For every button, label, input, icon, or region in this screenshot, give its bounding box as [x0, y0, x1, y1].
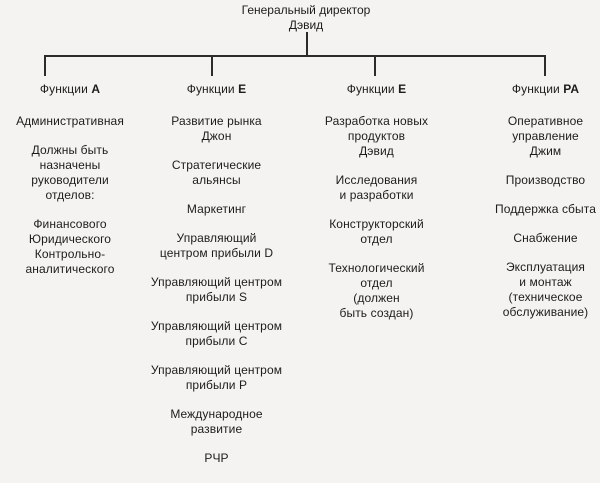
org-item: Снабжение	[513, 231, 578, 245]
column-header-prefix: Функции	[186, 82, 235, 96]
connector-drop-functions-e1	[211, 56, 213, 76]
connector-drop-functions-a	[44, 55, 46, 76]
column-header-prefix: Функции	[511, 82, 560, 96]
root-node-title: Генеральный директор	[241, 3, 371, 17]
org-item: Административная	[16, 114, 124, 128]
connector-drop-functions-e2	[374, 56, 376, 76]
connector-drop-functions-pa	[544, 55, 546, 76]
org-item: РЧР	[204, 451, 229, 465]
column-header-code: Е	[238, 82, 247, 96]
column-header: Функции А	[0, 82, 140, 97]
column-header-code: Е	[398, 82, 407, 96]
column-header-prefix: Функции	[39, 82, 88, 96]
connector-root-stub	[306, 32, 308, 56]
column-header: Функции Е	[299, 82, 454, 97]
org-item: Маркетинг	[186, 202, 247, 216]
column-header: Функции Е	[140, 82, 293, 97]
root-node-person: Дэвид	[288, 18, 324, 32]
column-header: Функции РА	[467, 82, 600, 97]
column-header-code: А	[91, 82, 101, 96]
org-item: Поддержка сбыта	[495, 202, 596, 216]
root-node-general-director: Генеральный директор Дэвид	[211, 3, 401, 33]
column-header-code: РА	[563, 82, 580, 96]
org-item: Производство	[505, 173, 586, 187]
column-header-prefix: Функции	[346, 82, 395, 96]
connector-horizontal-bar	[44, 55, 546, 57]
